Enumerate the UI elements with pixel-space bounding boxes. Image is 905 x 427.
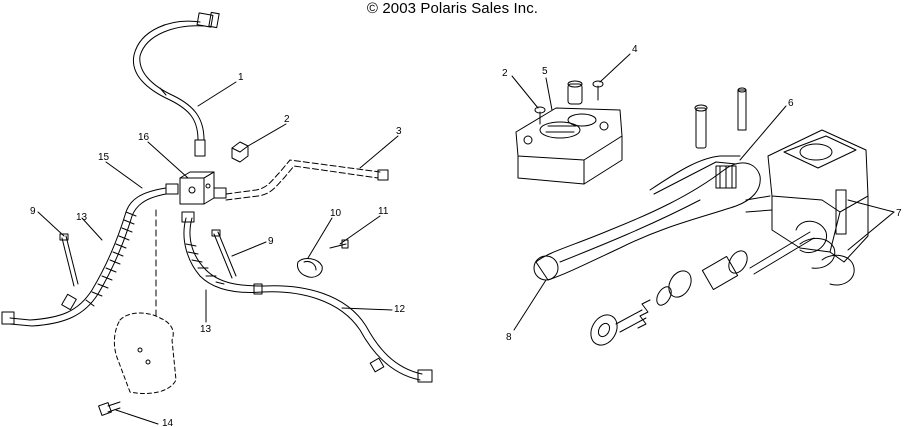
master-cylinder-assembly — [515, 80, 869, 346]
callout-3: 3 — [396, 126, 402, 137]
line-clamp — [297, 258, 323, 278]
handlebar-clamp — [799, 238, 855, 286]
reservoir-cover — [515, 107, 623, 185]
callout-r5: 5 — [542, 66, 548, 77]
frame-section — [113, 209, 177, 394]
callout-r6: 6 — [788, 98, 794, 109]
callout-14: 14 — [162, 418, 174, 427]
callout-r2: 2 — [502, 68, 508, 79]
piston-spring-assembly — [590, 231, 815, 346]
callout-9-left: 9 — [30, 206, 36, 217]
long-lower-brake-line — [181, 211, 433, 383]
callout-16: 16 — [138, 132, 150, 143]
cover-screw-left — [534, 106, 546, 125]
callout-11: 11 — [378, 206, 389, 217]
leader-lines — [37, 53, 895, 425]
callout-12: 12 — [394, 304, 406, 315]
callout-15: 15 — [98, 152, 110, 163]
callout-numbers: 1 2 3 16 15 9 13 9 10 11 12 13 14 2 5 4 … — [30, 44, 902, 427]
copyright-notice: © 2003 Polaris Sales Inc. — [366, 0, 539, 17]
left-brake-line-assembly — [1, 11, 433, 416]
callout-r8: 8 — [506, 332, 512, 343]
callout-r4: 4 — [632, 44, 638, 55]
callout-10: 10 — [330, 208, 342, 219]
callout-1: 1 — [238, 72, 244, 83]
callout-13-right: 13 — [200, 324, 212, 335]
pivot-pin-upper — [737, 87, 747, 131]
right-brake-line — [225, 159, 389, 201]
callout-2: 2 — [284, 114, 290, 125]
cover-screw-right — [592, 80, 604, 101]
callout-13-left: 13 — [76, 212, 88, 223]
clamp-screw — [329, 239, 349, 249]
junction-block — [165, 171, 227, 205]
cable-clip-left — [59, 233, 79, 287]
pivot-pin-lower — [694, 104, 708, 149]
mounting-bolt — [98, 401, 121, 416]
callout-r7: 7 — [896, 208, 902, 219]
left-lower-brake-line — [1, 187, 167, 327]
brake-lever — [533, 155, 761, 281]
upper-brake-line — [132, 11, 220, 157]
banjo-fitting — [231, 141, 249, 163]
reservoir-plug — [567, 80, 583, 105]
callout-9-right: 9 — [268, 236, 274, 247]
cable-clip-right — [211, 229, 237, 279]
master-cylinder-body — [745, 129, 869, 263]
